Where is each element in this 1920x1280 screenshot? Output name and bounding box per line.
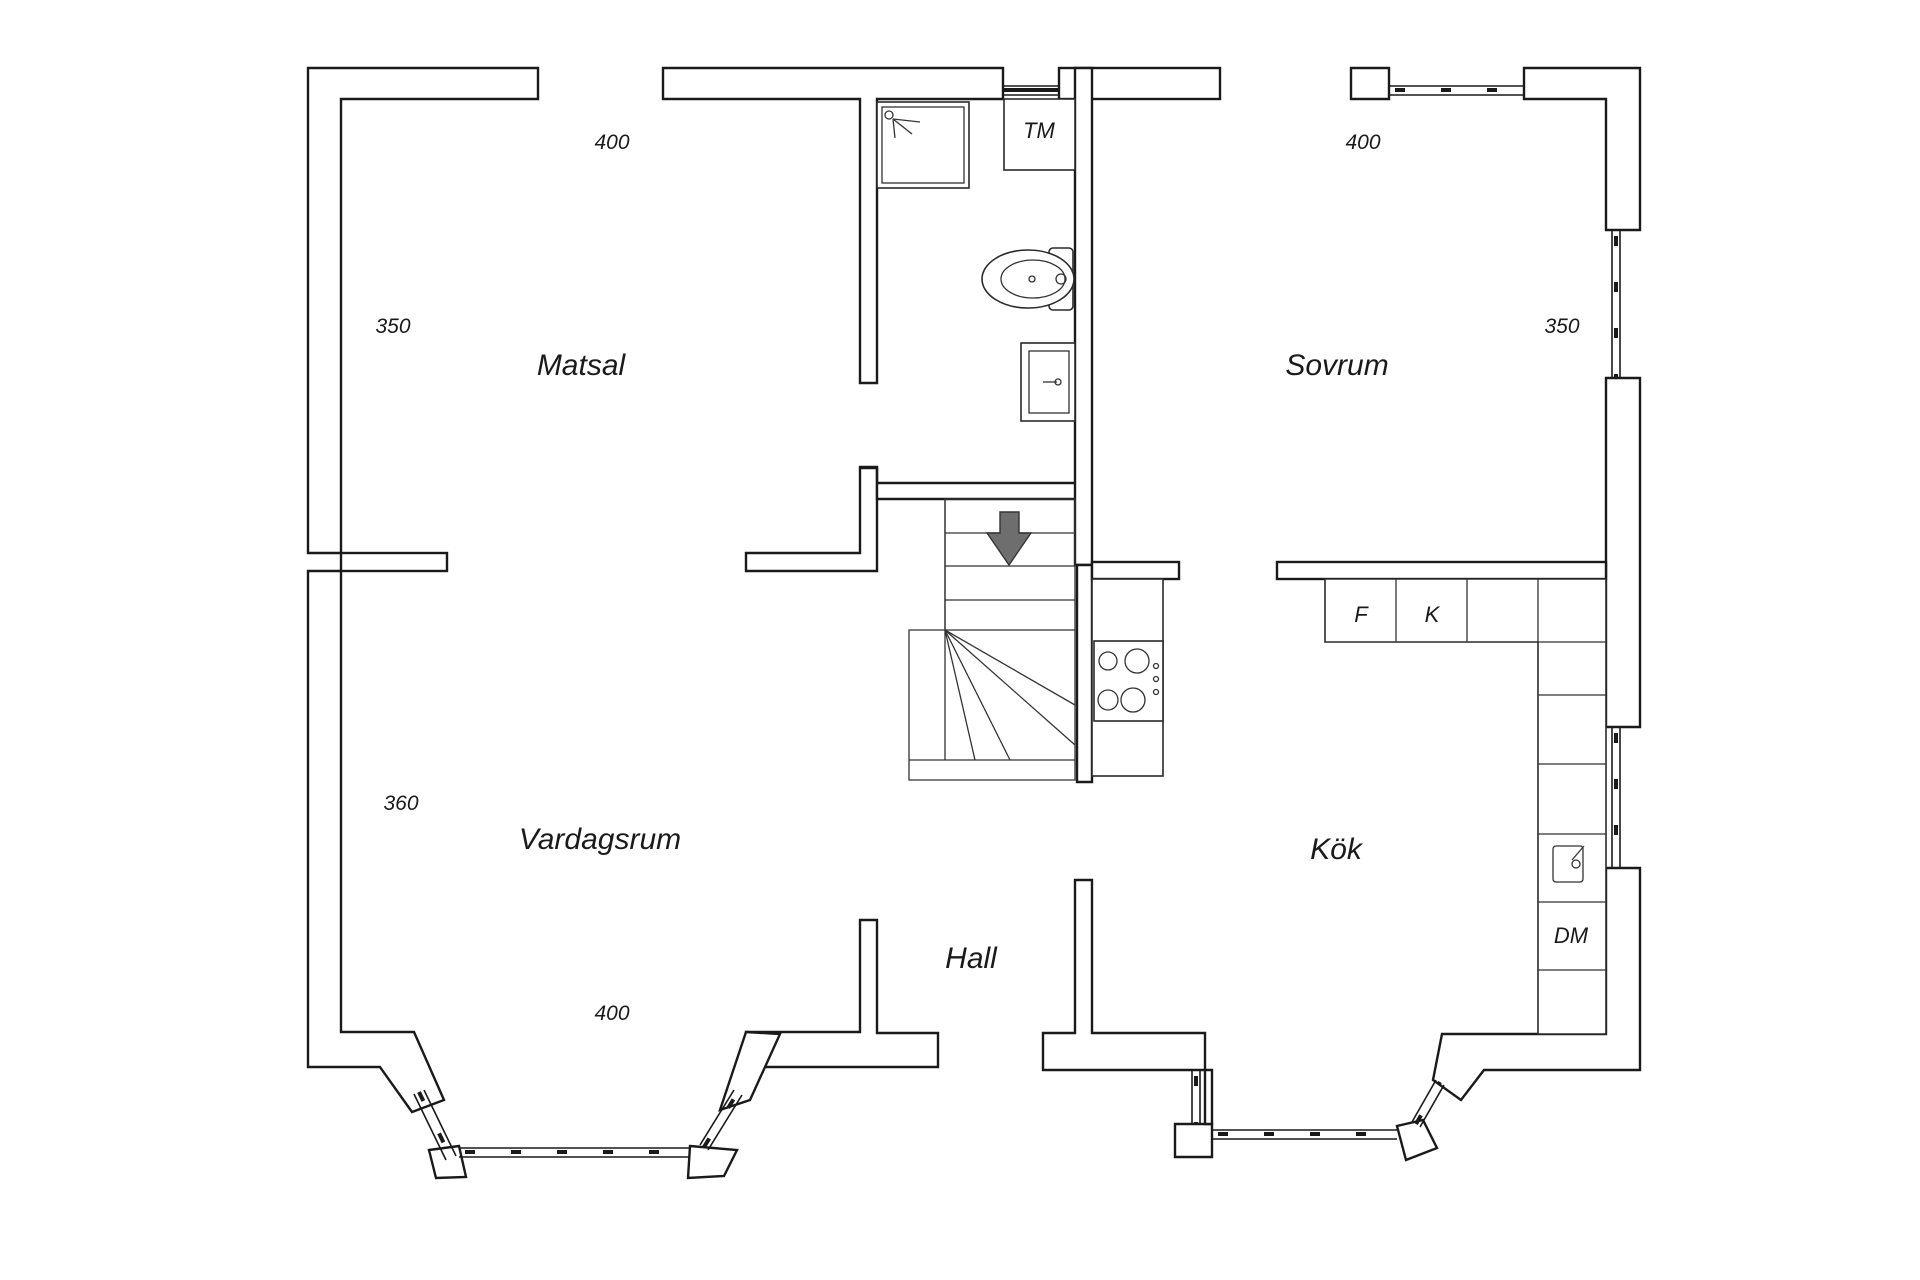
shower-icon [876, 101, 970, 189]
window-living-bay [413, 1089, 743, 1161]
bay-left-corner-b [686, 1144, 739, 1180]
window-bath [1003, 85, 1059, 96]
dimension-bedroom-width: 400 [1345, 131, 1381, 154]
wall-hall-right [1041, 878, 1207, 1072]
windows [413, 85, 1621, 1161]
wall-dining-living-right [744, 465, 879, 573]
stair-arrow-down-icon [985, 511, 1033, 567]
room-label-kitchen: Kök [1310, 833, 1362, 866]
toilet-icon [981, 247, 1075, 311]
fixture-label-dishwasher: DM [1553, 923, 1589, 948]
bay-left-side-b [718, 1030, 782, 1112]
wall-east-lower [1431, 866, 1642, 1102]
dimension-dining-width: 400 [594, 131, 630, 154]
window-bedroom-east [1611, 230, 1621, 378]
basin-icon [1020, 342, 1076, 422]
room-label-dining: Matsal [536, 349, 626, 382]
fixture-label-freezer: K [1424, 602, 1440, 627]
room-label-living: Vardagsrum [518, 823, 682, 856]
wall-north-east [1349, 66, 1391, 101]
wall-bedroom-kitchen [1275, 560, 1608, 581]
window-kitchen-east [1611, 727, 1621, 868]
stairs [908, 498, 1076, 781]
wall-north-middle [661, 66, 1005, 385]
wall-east-upper [1522, 66, 1642, 232]
wall-bath-lower [860, 466, 1079, 501]
bay-right-side-a [1203, 1068, 1214, 1126]
window-bedroom-north [1389, 85, 1524, 96]
fixture-label-fridge: F [1354, 602, 1368, 627]
bay-right-corner-b [1395, 1118, 1439, 1162]
wall-kitchen-stub [1090, 560, 1181, 581]
room-label-hall: Hall [945, 942, 997, 975]
walls [306, 66, 1642, 1180]
window-kitchen-bay [1191, 1070, 1445, 1140]
wall-east-mid [1604, 376, 1642, 729]
wall-central-lower [1075, 563, 1094, 784]
dimension-bedroom-depth: 350 [1544, 315, 1580, 338]
bay-left-corner-a [427, 1144, 468, 1180]
bay-right-corner-a [1173, 1122, 1214, 1159]
wall-central [1073, 66, 1094, 567]
cooktop-icon [1093, 640, 1164, 722]
dimension-living-depth: 360 [383, 792, 419, 815]
kitchen-sink-icon [1552, 845, 1585, 883]
fixture-label-laundry: TM [1023, 118, 1055, 143]
dimension-living-width: 400 [594, 1002, 630, 1025]
dimension-dining-depth: 350 [375, 315, 411, 338]
room-label-bedroom: Sovrum [1285, 349, 1389, 382]
laundry-machine-icon [1003, 98, 1076, 171]
wall-west [306, 66, 540, 555]
kitchen-counter [1324, 578, 1607, 1035]
wall-dining-living-left [339, 551, 449, 573]
wall-west-lower [306, 569, 446, 1114]
